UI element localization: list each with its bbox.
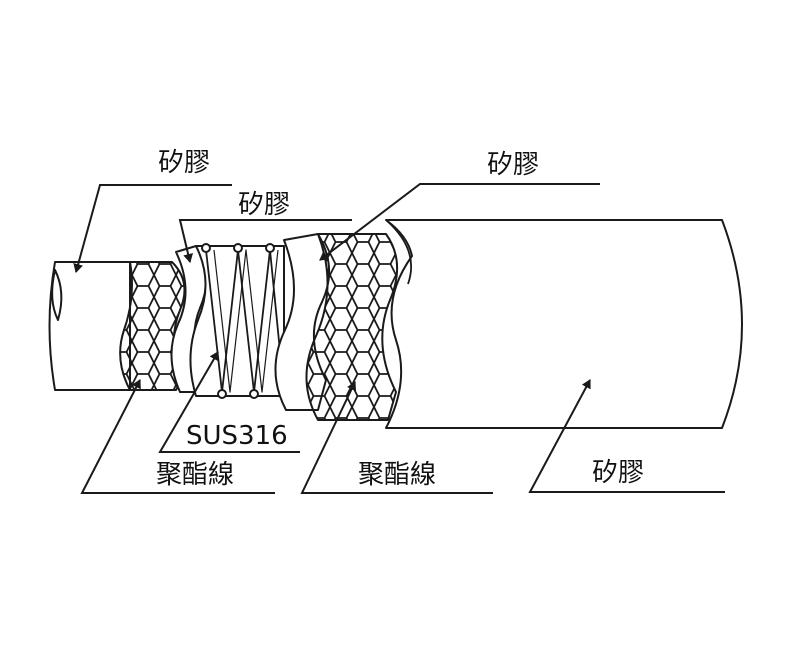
leader-steel-wire bbox=[158, 351, 300, 453]
label-steel-wire: SUS316 bbox=[186, 421, 288, 451]
outer-cover-edge bbox=[385, 219, 412, 285]
label-polyester-inner: 聚酯線 bbox=[156, 460, 235, 490]
label-polyester-outer: 聚酯線 bbox=[358, 460, 437, 490]
outer-polyester-braid bbox=[305, 233, 399, 421]
wire-end-dot bbox=[233, 243, 243, 253]
wire-end-dot bbox=[201, 243, 211, 253]
label-silicone-inner: 矽膠 bbox=[158, 148, 211, 178]
label-silicone-middle: 矽膠 bbox=[238, 190, 291, 220]
leader-polyester-inner bbox=[80, 379, 275, 494]
steel-wire-helix bbox=[205, 249, 285, 393]
leader-polyester-outer bbox=[300, 381, 493, 494]
wire-end-dot bbox=[249, 389, 259, 399]
outer-silicone-cover bbox=[385, 219, 743, 429]
inner-silicone-tube bbox=[48, 261, 131, 391]
inner-tube-bore bbox=[51, 269, 63, 321]
leader-silicone-outer bbox=[528, 379, 725, 493]
label-silicone-upper: 矽膠 bbox=[487, 150, 540, 180]
leader-silicone-inner bbox=[73, 184, 232, 273]
label-silicone-outer: 矽膠 bbox=[592, 458, 645, 488]
leader-silicone-upper bbox=[319, 183, 600, 261]
wire-end-dot bbox=[217, 389, 227, 399]
leader-silicone-middle bbox=[178, 219, 352, 263]
wire-end-dot bbox=[265, 243, 275, 253]
